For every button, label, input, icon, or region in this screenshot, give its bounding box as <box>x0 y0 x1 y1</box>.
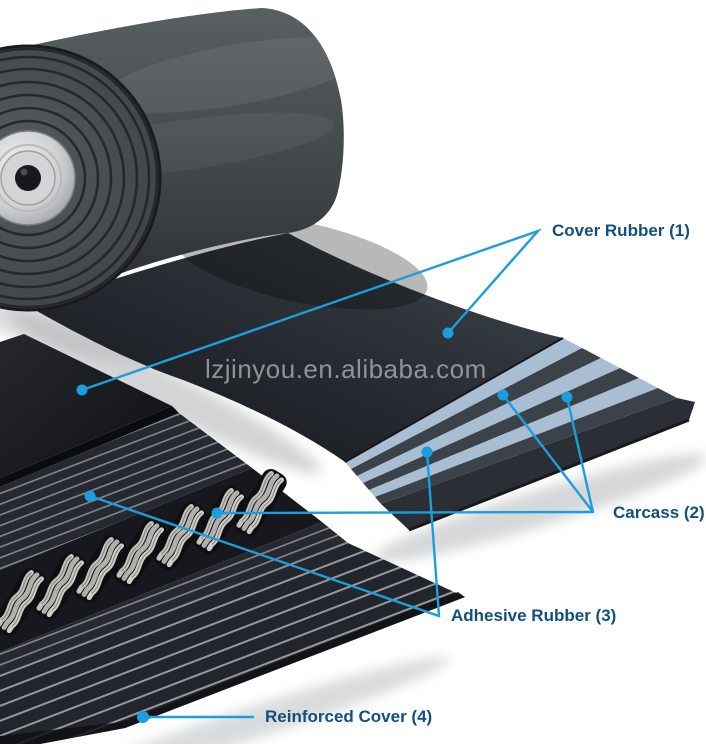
callout-dot <box>76 384 88 396</box>
cutaway-cover-edge <box>0 406 179 487</box>
roll-face <box>0 44 162 312</box>
cutaway-top-cover <box>0 334 172 478</box>
fabric-ply-3 <box>369 378 658 497</box>
adhesive-rubber-leader-lines <box>84 446 441 618</box>
label-cover-rubber: Cover Rubber (1) <box>552 221 690 240</box>
belt-roll <box>0 8 369 312</box>
fabric-ply-1 <box>345 338 582 469</box>
rubber-skim-3 <box>375 388 677 504</box>
adhesive-rubber-band <box>0 413 252 570</box>
reinforced-cover-leader-line <box>137 711 255 723</box>
label-reinforced-cover: Reinforced Cover (4) <box>265 707 433 726</box>
roll-hub <box>0 130 76 226</box>
callout-dot <box>421 446 433 458</box>
cutaway-belt-section <box>0 334 465 744</box>
belt-top-surface <box>28 233 563 462</box>
reinforced-cover-sheet <box>0 543 465 744</box>
callout-dot <box>497 389 509 401</box>
callout-dot <box>561 391 573 403</box>
callout-dot <box>211 507 223 519</box>
bottom-cover-layer <box>381 398 695 530</box>
rubber-skim-1 <box>351 348 601 476</box>
callout-dot <box>442 327 454 339</box>
label-adhesive-rubber: Adhesive Rubber (3) <box>451 606 617 625</box>
watermark: lzjinyou.en.alibaba.com <box>205 354 487 384</box>
label-carcass: Carcass (2) <box>613 503 705 522</box>
callout-dot <box>137 711 149 723</box>
cover-rubber-leader-lines <box>76 228 542 396</box>
callout-dot <box>84 490 96 502</box>
cutaway-inner-ply <box>0 522 348 676</box>
carcass-leader-lines <box>211 389 595 519</box>
ground-shadows <box>0 295 706 744</box>
belt-fan-layers <box>344 337 695 532</box>
callout-annotations <box>76 228 595 723</box>
